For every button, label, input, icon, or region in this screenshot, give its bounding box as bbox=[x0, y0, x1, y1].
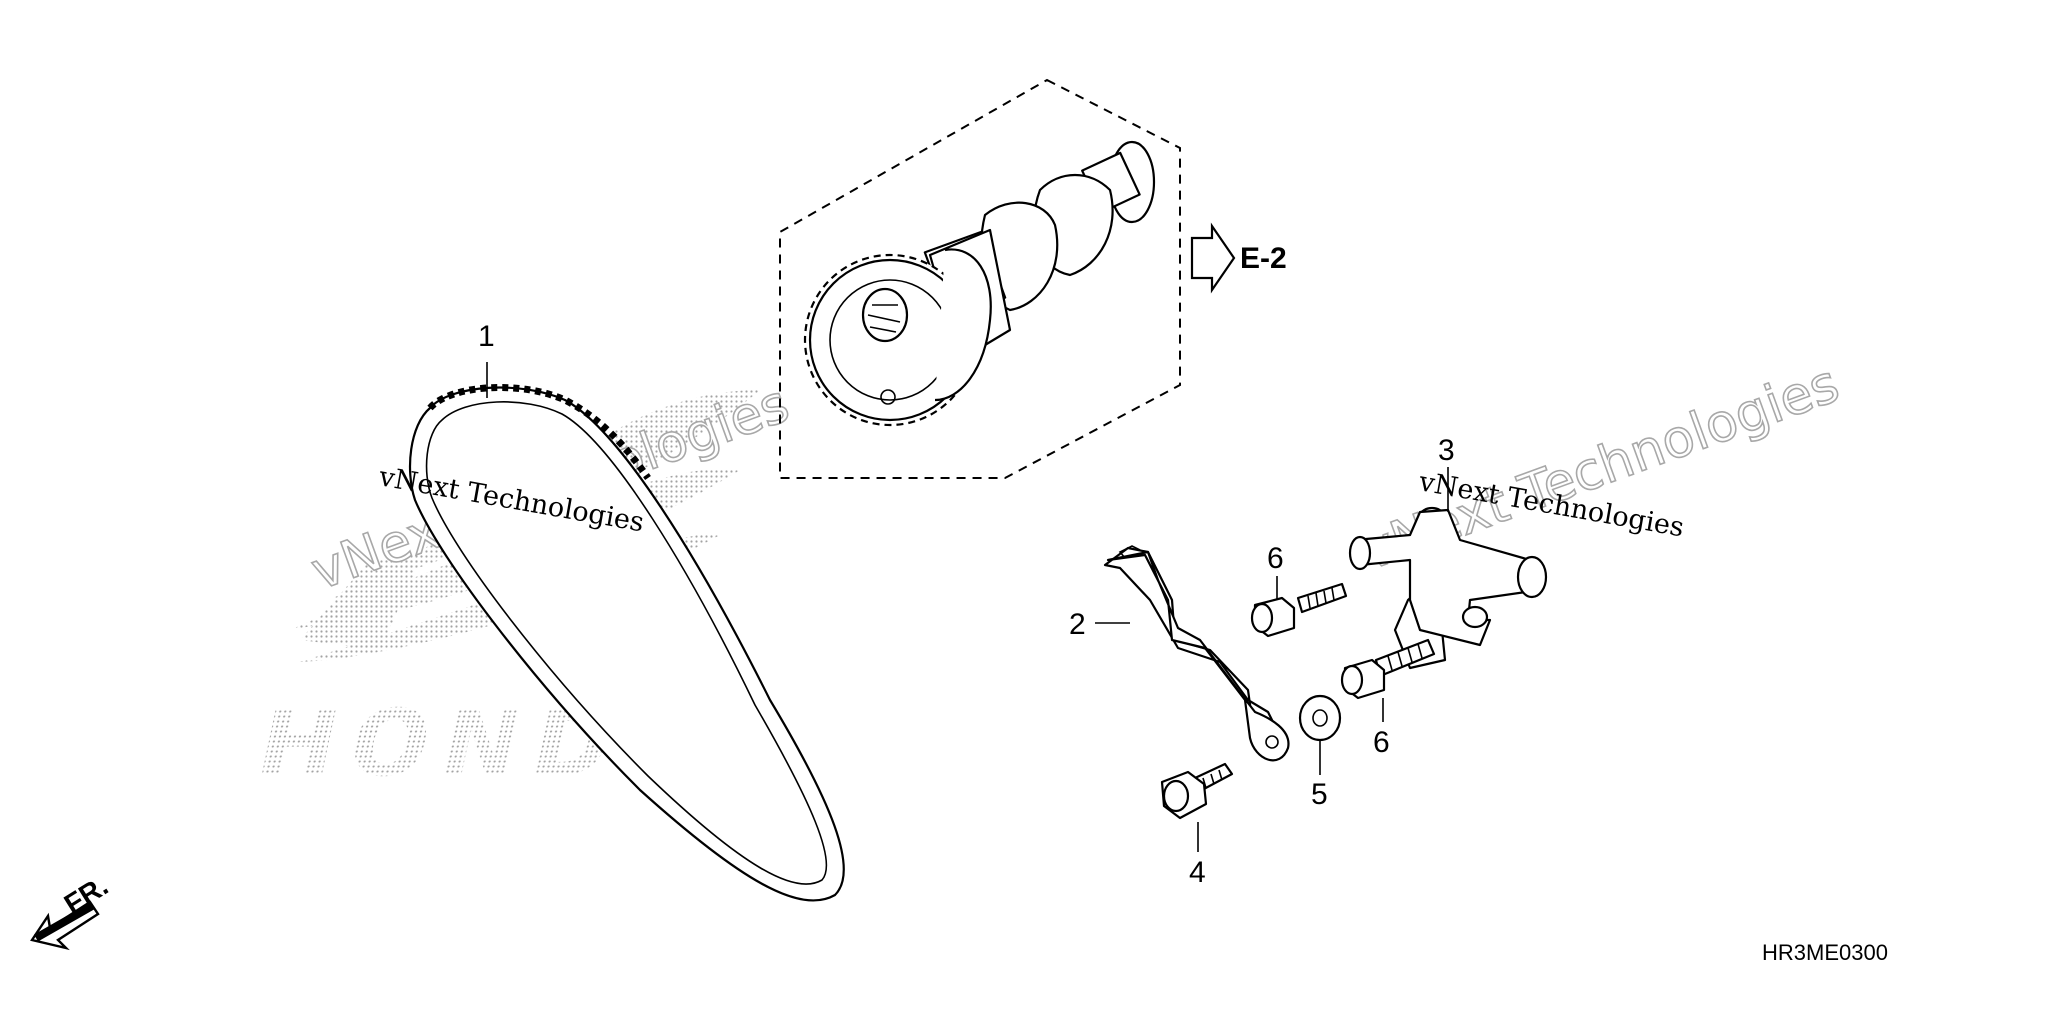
callout-6: 6 bbox=[1267, 542, 1284, 575]
flange-bolt bbox=[1340, 638, 1436, 700]
callout-2: 2 bbox=[1069, 608, 1086, 641]
reference-label: E-2 bbox=[1240, 242, 1287, 275]
callout-1: 1 bbox=[478, 320, 495, 353]
chain-tensioner-arm bbox=[1103, 545, 1290, 762]
callout-5: 5 bbox=[1311, 778, 1328, 811]
cam-sprocket bbox=[803, 248, 992, 427]
diagram-code: HR3ME0300 bbox=[1762, 940, 1888, 965]
front-direction-label: FR. bbox=[59, 870, 114, 920]
reference-arrow: E-2 bbox=[1190, 222, 1287, 294]
callout-3: 3 bbox=[1438, 434, 1455, 467]
callout-4: 4 bbox=[1189, 856, 1206, 889]
callout-6: 6 bbox=[1373, 726, 1390, 759]
front-direction-arrow: FR. bbox=[30, 870, 114, 951]
flange-bolt bbox=[1160, 762, 1234, 820]
cam-chain bbox=[408, 384, 845, 902]
flange-bolt bbox=[1250, 582, 1348, 638]
camshaft-assembly-outline bbox=[779, 78, 1181, 479]
washer bbox=[1298, 694, 1342, 742]
